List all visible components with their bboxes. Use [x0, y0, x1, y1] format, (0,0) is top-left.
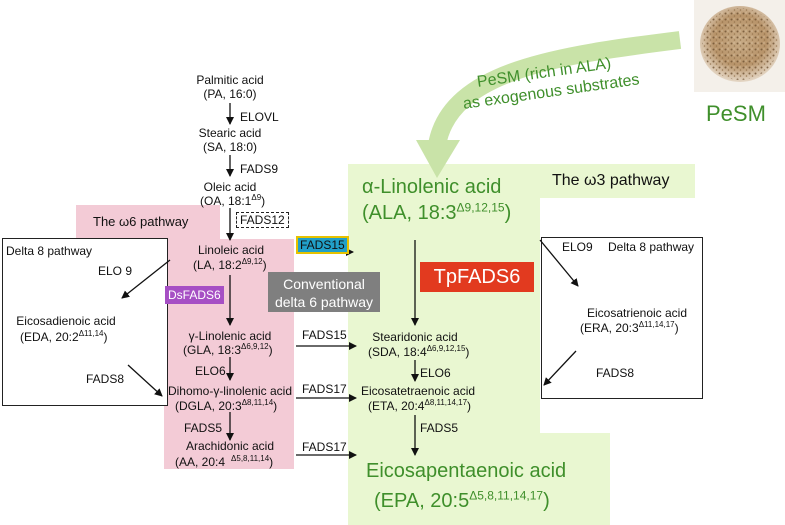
- tp-fads6-badge: TpFADS6: [420, 262, 534, 292]
- aa-name: Arachidonic acid: [185, 439, 275, 453]
- pesm-label: PeSM: [706, 101, 766, 126]
- eda-name: Eicosadienoic acid: [16, 314, 116, 328]
- w6-fads5-label: FADS5: [184, 421, 223, 435]
- la-name: Linoleic acid: [197, 243, 265, 257]
- conventional-line1: Conventional: [283, 276, 365, 292]
- fads17-mid-label: FADS17: [302, 382, 347, 396]
- delta8-left-title: Delta 8 pathway: [6, 244, 93, 258]
- sda-formula: (SDA, 18:4Δ6,9,12,15): [368, 344, 470, 360]
- epa-name: Eicosapentaenoic acid: [366, 460, 567, 482]
- ala-name: α-Linolenic acid: [362, 176, 502, 198]
- delta8-left-fads8: FADS8: [86, 372, 125, 386]
- epa-panel: [540, 433, 610, 525]
- substrate-arrow-head: [416, 140, 460, 178]
- dgla-formula: (DGLA, 20:3Δ8,11,14): [175, 398, 278, 414]
- elovl-label: ELOVL: [240, 110, 279, 124]
- w6-title: The ω6 pathway: [93, 214, 189, 229]
- sda-name: Stearidonic acid: [372, 330, 458, 344]
- delta8-left-elo9: ELO 9: [98, 264, 133, 278]
- sa-formula: (SA, 18:0): [202, 140, 258, 154]
- era-name: Eicosatrienoic acid: [586, 306, 688, 320]
- conventional-line2: delta 6 pathway: [274, 294, 374, 310]
- delta8-right-fads8: FADS8: [596, 366, 635, 380]
- eta-formula: (ETA, 20:4Δ8,11,14,17): [368, 398, 472, 414]
- ds-fads6-badge: DsFADS6: [165, 286, 224, 304]
- delta8-right-elo9: ELO9: [562, 240, 593, 254]
- w3-fads5-label: FADS5: [420, 421, 459, 435]
- sa-name: Stearic acid: [198, 126, 262, 140]
- substrate-curved-arrow: [428, 31, 682, 148]
- pa-formula: (PA, 16:0): [203, 87, 257, 101]
- w3-pathway-panel: [348, 164, 540, 525]
- conventional-box: [268, 272, 380, 312]
- w6-title-panel: [76, 205, 220, 239]
- gla-formula: (GLA, 18:3Δ6,9,12): [183, 342, 273, 358]
- pesm-photo: [694, 0, 785, 92]
- w3-title: The ω3 pathway: [552, 172, 670, 189]
- fads15-top-badge: FADS15: [296, 236, 349, 254]
- fads15-mid-label: FADS15: [302, 328, 347, 342]
- delta8-right-title: Delta 8 pathway: [608, 240, 695, 254]
- eda-formula: (EDA, 20:2Δ11,14): [20, 329, 108, 345]
- delta8-left-box: [2, 238, 168, 406]
- w3-title-panel: [540, 164, 695, 198]
- oa-name: Oleic acid: [203, 180, 257, 194]
- eta-name: Eicosatetraenoic acid: [361, 384, 476, 398]
- epa-formula: (EPA, 20:5Δ5,8,11,14,17): [374, 488, 550, 512]
- fads9-label: FADS9: [240, 162, 279, 176]
- la-formula: (LA, 18:2Δ9,12): [193, 257, 267, 273]
- w3-elo6-label: ELO6: [420, 366, 451, 380]
- oa-formula: (OA, 18:1Δ9): [200, 193, 266, 209]
- fads17-bot-label: FADS17: [302, 440, 347, 454]
- w6-elo6-label: ELO6: [195, 364, 226, 378]
- fads12-label: FADS12: [236, 212, 289, 228]
- gla-name: γ-Linolenic acid: [188, 329, 272, 343]
- dgla-name: Dihomo-γ-linolenic acid: [167, 384, 293, 398]
- pa-name: Palmitic acid: [196, 73, 264, 87]
- era-formula: (ERA, 20:3Δ11,14,17): [580, 320, 679, 336]
- delta8-right-box: [541, 237, 703, 399]
- ala-formula: (ALA, 18:3Δ9,12,15): [362, 200, 512, 224]
